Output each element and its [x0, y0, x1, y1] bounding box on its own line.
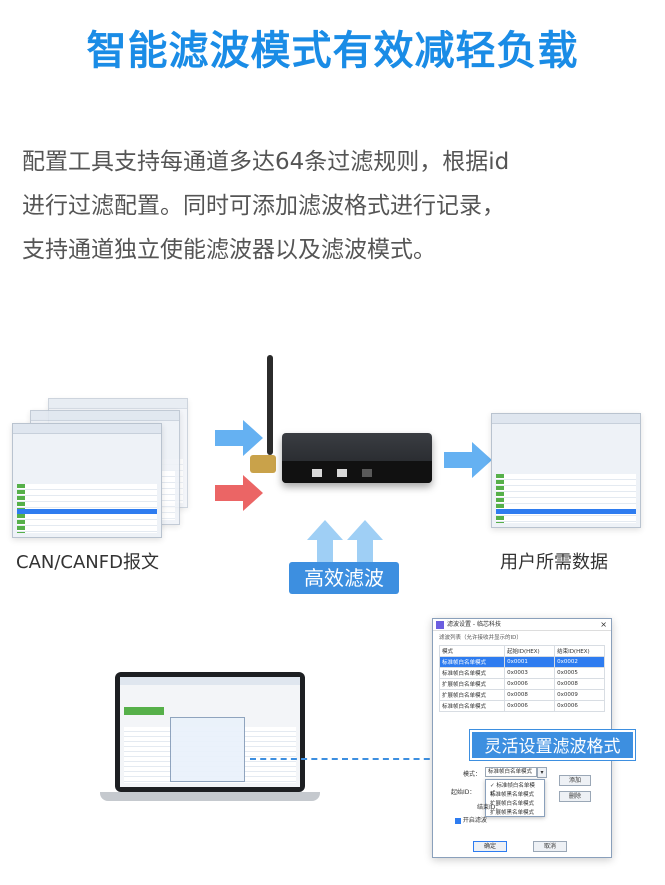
laptop-screen	[115, 672, 305, 792]
dialog-title: 滤波设置 - 临芯科技	[447, 621, 501, 628]
table-row[interactable]: 扩展帧白名单模式 0x0008 0x0009	[438, 689, 605, 701]
dropdown-option[interactable]: 扩展帧黑名单模式	[490, 810, 535, 816]
checkbox-icon	[455, 817, 461, 824]
table-row[interactable]: 标准帧白名单模式 0x0006 0x0006	[438, 700, 605, 712]
table-row[interactable]: 扩展帧白名单模式 0x0006 0x0008	[438, 678, 605, 690]
dropdown-option[interactable]: ✓ 标准帧白名单模式	[490, 783, 535, 797]
col-end-id: 结束ID(HEX)	[554, 645, 605, 657]
delete-button[interactable]: 删除	[559, 791, 591, 802]
filter-list-label: 滤波列表（允许接收并显示的ID）	[439, 635, 522, 641]
arrow-red-icon	[215, 475, 263, 511]
flexible-filter-label: 灵活设置滤波格式	[470, 730, 635, 760]
enable-filter-checkbox[interactable]: 开启滤波	[455, 815, 487, 824]
table-row[interactable]: 标准帧白名单模式 0x0003 0x0005	[438, 667, 605, 679]
app-icon	[436, 621, 444, 629]
connector-line	[250, 758, 440, 760]
description-line-2: 进行过滤配置。同时可添加滤波格式进行记录，	[22, 193, 505, 219]
arrow-up-icon	[307, 520, 383, 568]
arrow-right-icon	[444, 442, 492, 478]
add-button[interactable]: 添加	[559, 775, 591, 786]
end-id-label: 结束ID：	[477, 804, 502, 811]
arrow-blue-icon	[215, 420, 263, 456]
laptop-base	[100, 792, 320, 801]
user-data-window	[491, 413, 641, 528]
headline: 智能滤波模式有效减轻负载	[86, 28, 579, 74]
col-mode: 模式	[438, 645, 506, 657]
antenna-base-icon	[250, 455, 276, 473]
col-start-id: 起始ID(HEX)	[504, 645, 556, 657]
description: 配置工具支持每通道多达64条过滤规则，根据id 进行过滤配置。同时可添加滤波格式…	[22, 140, 647, 272]
caption-can-frames: CAN/CANFD报文	[16, 552, 159, 573]
mode-dropdown-list: ✓ 标准帧白名单模式 标准帧黑名单模式 扩展帧白名单模式 扩展帧黑名单模式	[485, 779, 545, 817]
ok-button[interactable]: 确定	[473, 841, 507, 852]
close-icon[interactable]: ×	[600, 620, 607, 629]
efficient-filter-badge: 高效滤波	[289, 562, 399, 594]
dropdown-option[interactable]: 扩展帧白名单模式	[490, 801, 535, 807]
gateway-device	[282, 433, 432, 483]
table-row[interactable]: 标准帧白名单模式 0x0001 0x0002	[438, 656, 605, 668]
mode-dropdown-button[interactable]: ▾	[537, 767, 547, 778]
dropdown-option[interactable]: 标准帧黑名单模式	[490, 792, 535, 798]
can-window-front	[12, 423, 162, 538]
enable-filter-label: 开启滤波	[462, 817, 487, 824]
description-line-1: 配置工具支持每通道多达64条过滤规则，根据id	[22, 149, 510, 175]
antenna-icon	[267, 355, 273, 455]
mode-label: 模式：	[463, 771, 482, 778]
mode-select[interactable]: 标准帧白名单模式	[485, 767, 537, 777]
filter-table: 模式 起始ID(HEX) 结束ID(HEX) 标准帧白名单模式 0x0001 0…	[438, 645, 605, 712]
start-id-label: 起始ID：	[451, 789, 476, 796]
cancel-button[interactable]: 取消	[533, 841, 567, 852]
description-line-3: 支持通道独立使能滤波器以及滤波模式。	[22, 237, 436, 263]
caption-user-data: 用户所需数据	[500, 552, 608, 573]
